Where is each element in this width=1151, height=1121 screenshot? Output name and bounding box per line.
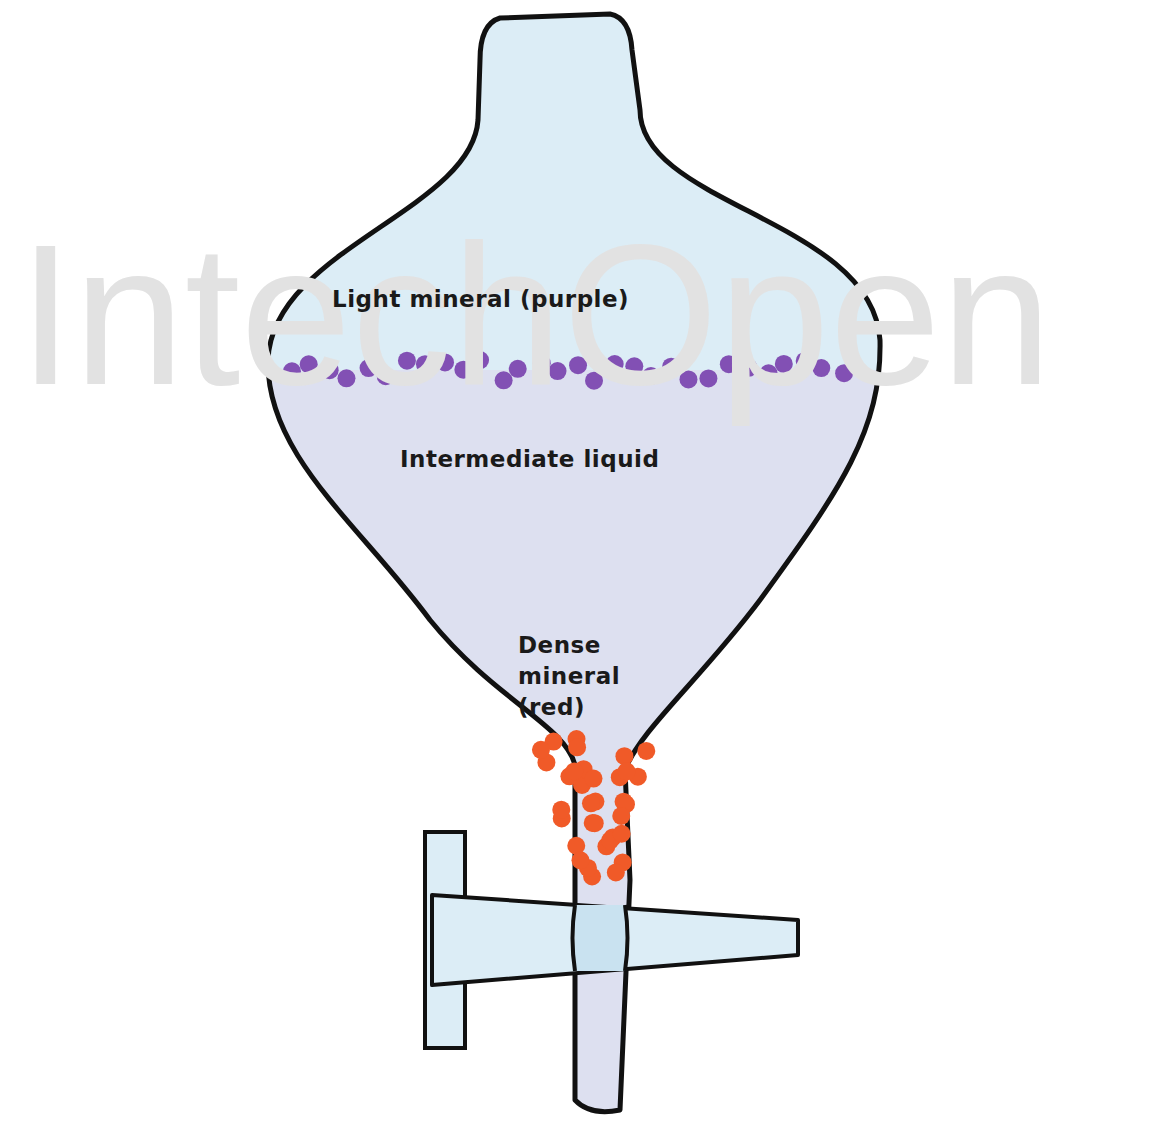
particle [571,851,589,869]
funnel-outline [268,14,880,1112]
stem-through-stopcock [573,905,628,971]
particle [612,807,630,825]
particle [584,770,602,788]
layer-label: Dense mineral (red) [518,630,683,723]
particle [532,741,550,759]
mineral-particles [283,351,853,885]
stopcock-bore [575,905,625,971]
particle [552,801,570,819]
watermark: IntechOpen [18,215,1052,415]
particle [618,762,636,780]
layer-label: Light mineral (purple) [332,284,792,315]
particle [615,747,633,765]
particle [582,794,600,812]
layer-label: Intermediate liquid [400,444,670,475]
particle [607,863,625,881]
particle [637,742,655,760]
particle [586,814,604,832]
particle [565,762,583,780]
particle [613,825,631,843]
particle [568,738,586,756]
stopcock-barrel [432,895,798,985]
